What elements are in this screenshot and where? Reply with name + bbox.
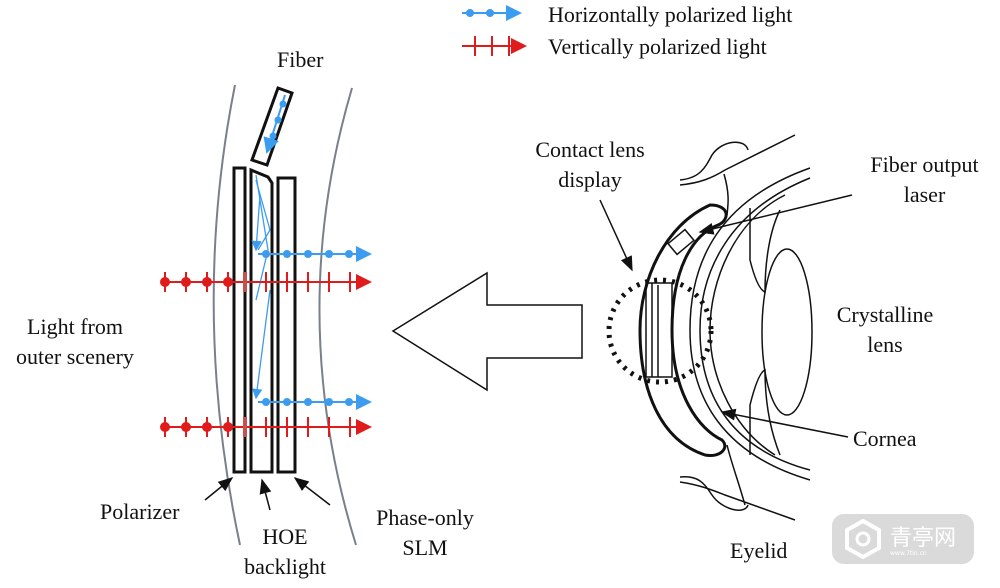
iris-top	[749, 208, 781, 294]
display-ray-top	[258, 246, 372, 262]
cornea-outer	[689, 167, 811, 481]
cornea-label: Cornea	[853, 426, 917, 451]
contact-lens-label: Contact lens display	[515, 135, 665, 195]
contact-lens-line2: display	[558, 167, 622, 192]
fiber-output-line2: laser	[903, 182, 946, 207]
display-module	[645, 282, 673, 378]
slm-line2: SLM	[402, 535, 448, 560]
left-pointers	[204, 477, 331, 511]
iris-bottom	[749, 368, 781, 456]
cornea-pointer	[720, 408, 849, 438]
hoe-backlight	[249, 167, 274, 474]
cornea-inner	[709, 194, 786, 456]
polarizer	[232, 166, 247, 474]
crystalline-line1: Crystalline	[836, 302, 934, 327]
crystalline-line2: lens	[867, 332, 903, 357]
light-from-outer-line1: Light from	[27, 314, 123, 339]
watermark-logo: 青亭网 www.7tin.cn	[832, 514, 974, 564]
phase-only-slm	[276, 176, 297, 474]
dotted-magnify-circle	[606, 277, 714, 385]
hoe-line1: HOE	[262, 524, 308, 549]
eyelid-label: Eyelid	[730, 538, 788, 563]
lower-eyelid	[679, 444, 796, 521]
contact-lens-line1: Contact lens	[535, 137, 645, 162]
legend-vertical-symbol	[462, 36, 527, 56]
fiber-output-pointer	[698, 194, 853, 235]
hoe-backlight-label: HOE backlight	[225, 522, 345, 582]
contact-lens-pointer	[599, 199, 633, 272]
legend-vertical-label: Vertically polarized light	[548, 34, 767, 59]
fiber-output-label: Fiber output laser	[852, 150, 997, 210]
crystalline-lens	[761, 248, 813, 416]
legend-horizontal-symbol	[462, 5, 522, 21]
slm-line1: Phase-only	[376, 505, 474, 530]
fiber-output-line1: Fiber output	[870, 152, 979, 177]
display-ray-bottom	[258, 394, 372, 410]
contact-lens	[638, 203, 728, 458]
crystalline-lens-label: Crystalline lens	[820, 300, 950, 360]
outer-light-ray-top	[160, 272, 372, 292]
upper-eyelid	[679, 134, 796, 216]
fiber	[250, 86, 294, 167]
magnify-arrow	[391, 271, 583, 392]
polarizer-label: Polarizer	[100, 499, 180, 524]
fiber-label: Fiber	[277, 47, 324, 72]
light-from-outer-line2: outer scenery	[16, 344, 134, 369]
hoe-line2: backlight	[244, 554, 326, 579]
lens-inner-curve	[318, 87, 357, 546]
slm-label: Phase-only SLM	[355, 503, 495, 563]
watermark-text: 青亭网	[890, 526, 957, 551]
fiber-output-laser-box	[667, 228, 695, 256]
outer-light-ray-bottom	[160, 417, 372, 437]
light-from-outer-label: Light from outer scenery	[5, 312, 145, 372]
eye	[599, 134, 853, 521]
light-guide-rays	[251, 174, 271, 400]
hexagon-logo-icon	[845, 518, 881, 560]
watermark-sub: www.7tin.cn	[890, 550, 927, 557]
legend-horizontal-label: Horizontally polarized light	[548, 2, 793, 27]
lens-outer-curve	[212, 84, 241, 546]
